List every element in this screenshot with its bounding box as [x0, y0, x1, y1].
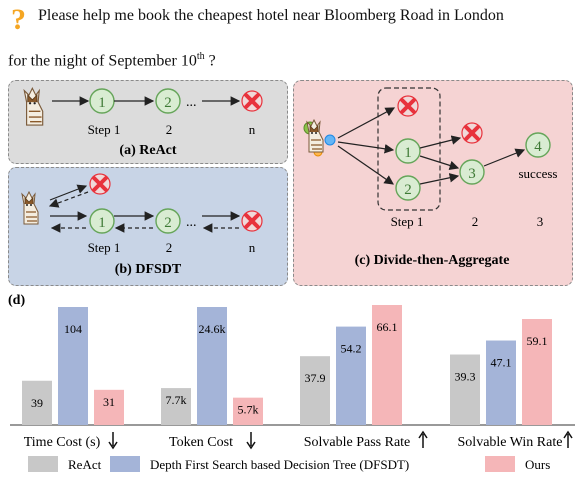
dfsdt-node-1-label: 1: [98, 215, 106, 231]
bar-value-label: 31: [103, 395, 115, 409]
dfsdt-title: (b) DFSDT: [115, 262, 182, 277]
llama-agent-icon: [23, 87, 44, 126]
bar-value-label: 66.1: [377, 320, 398, 334]
legend-label: Ours: [525, 457, 550, 472]
dfsdt-node-2: [155, 208, 181, 234]
bar-value-label: 59.1: [527, 334, 548, 348]
divide-node-4: [525, 132, 551, 158]
bar-value-label: 104: [64, 322, 82, 336]
arrow-down-icon: [246, 432, 256, 450]
panel-dfsdt: [8, 167, 288, 286]
divide-step-2: 2: [472, 214, 479, 229]
divide-step-1: Step 1: [391, 214, 424, 229]
react-node-2: [155, 88, 181, 114]
bar-1-1: [197, 307, 227, 425]
question-line-2: for the night of September 10th ?: [8, 51, 216, 70]
react-fail-icon: [240, 89, 264, 113]
question-line-1: Please help me book the cheapest hotel n…: [38, 7, 504, 24]
dfsdt-node-2-label: 2: [164, 215, 172, 231]
react-step-2: 2: [166, 122, 173, 137]
bar-1-0: [161, 388, 191, 425]
react-title: (a) ReAct: [119, 143, 176, 158]
bar-value-label: 5.7k: [238, 403, 259, 417]
dfsdt-node-1: [89, 208, 115, 234]
bar-0-2: [94, 389, 124, 425]
divide-node-1: [395, 138, 421, 164]
divide-node-2-label: 2: [404, 182, 412, 198]
divide-title: (c) Divide-then-Aggregate: [355, 253, 510, 268]
bar-3-0: [450, 354, 480, 425]
dfsdt-step-1: Step 1: [88, 240, 121, 255]
bar-1-2: [233, 397, 263, 425]
bar-0-1: [58, 307, 88, 425]
arrow-up-icon: [563, 430, 573, 448]
comparison-bar-chart: (d) 39 104 31 7.7k 24.6k 5.7k 37.9 54.2 66.1 39.3…: [8, 293, 575, 472]
bar-2-0: [300, 356, 330, 425]
react-ellipsis: ...: [186, 95, 197, 110]
divide-fail-icon-1: [396, 94, 420, 118]
legend-label: Depth First Search based Decision Tree (…: [150, 457, 409, 472]
bar-3-2: [522, 319, 552, 425]
divide-step-3: 3: [537, 214, 544, 229]
bar-value-label: 39: [31, 396, 43, 410]
bar-value-label: 39.3: [455, 370, 476, 384]
dfsdt-fail-icon-1: [88, 172, 112, 196]
llama-agent-icon: [21, 191, 39, 225]
legend-swatch: [110, 456, 140, 472]
category-label: Solvable Win Rate: [458, 435, 563, 450]
arrow-down-icon: [108, 432, 118, 450]
legend-swatch: [485, 456, 515, 472]
divide-node-2: [395, 175, 421, 201]
arrow-up-icon: [418, 430, 428, 448]
panel-divide-then-aggregate: [293, 80, 573, 286]
category-label: Token Cost: [169, 435, 233, 450]
step-1-group-box: [377, 87, 441, 211]
bar-value-label: 37.9: [305, 371, 326, 385]
bar-value-label: 7.7k: [166, 393, 187, 407]
divide-node-1-label: 1: [404, 145, 412, 161]
category-label: Time Cost (s): [24, 435, 101, 450]
lightbulb-question-icon: ?: [11, 3, 26, 33]
divide-node-4-label: 4: [534, 139, 542, 155]
bar-0-0: [22, 380, 52, 425]
svg-text:?: ?: [11, 3, 26, 33]
bar-value-label: 54.2: [341, 342, 362, 356]
dfsdt-ellipsis: ...: [186, 215, 197, 230]
bar-3-1: [486, 340, 516, 425]
legend-label: ReAct: [68, 457, 102, 472]
react-node-2-label: 2: [164, 95, 172, 111]
bar-value-label: 24.6k: [199, 322, 226, 336]
legend-swatch: [28, 456, 58, 472]
dfsdt-step-n: n: [249, 240, 256, 255]
react-node-1-label: 1: [98, 95, 106, 111]
divide-node-3-label: 3: [468, 166, 476, 182]
category-label: Solvable Pass Rate: [304, 435, 411, 450]
method-diagram: 1 2 ... Step 1 2 n (a) ReAct 1 2 ... Ste…: [21, 87, 558, 277]
dfsdt-step-2: 2: [166, 240, 173, 255]
react-step-n: n: [249, 122, 256, 137]
dfsdt-fail-icon-n: [240, 209, 264, 233]
panel-react: [8, 80, 288, 164]
bar-value-label: 47.1: [491, 356, 512, 370]
react-step-1: Step 1: [88, 122, 121, 137]
divide-node-3: [459, 159, 485, 185]
divide-fail-icon-2: [460, 121, 484, 145]
chart-panel-label: (d): [8, 293, 25, 308]
bar-2-1: [336, 326, 366, 425]
llama-gear-agent-icon: [303, 119, 336, 157]
success-label: success: [519, 166, 558, 181]
bar-2-2: [372, 305, 402, 425]
